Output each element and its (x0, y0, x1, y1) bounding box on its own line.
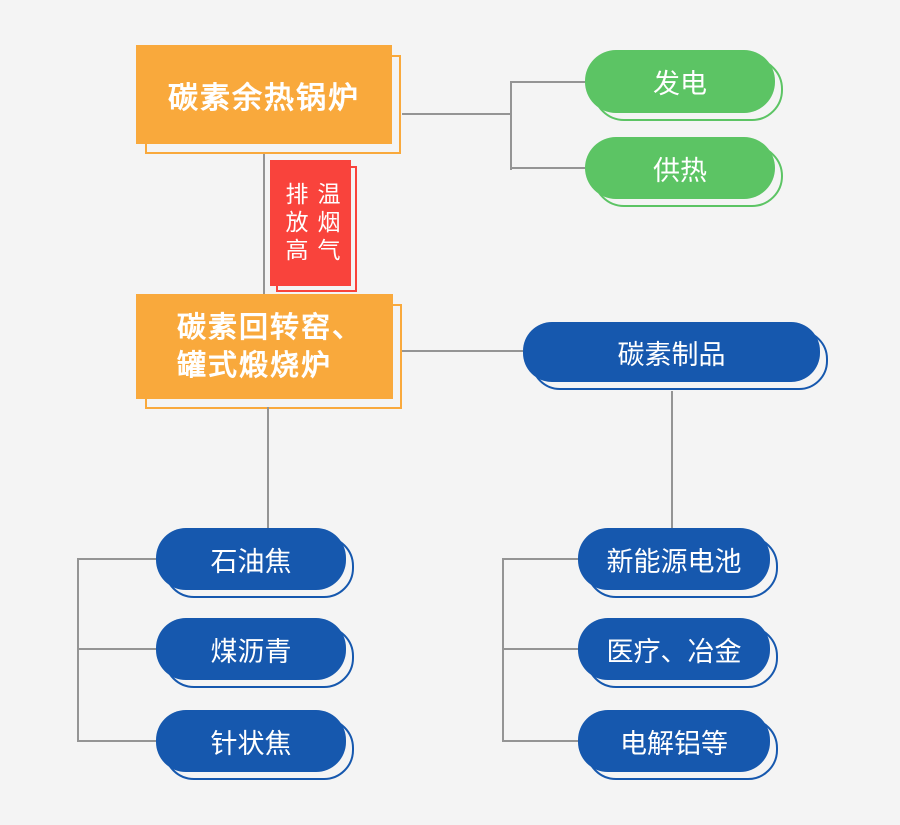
connector-kiln-to-materials (267, 407, 269, 528)
connector-to-aluminum (502, 740, 578, 742)
node-rotary-kiln: 碳素回转窑、 罐式煅烧炉 (136, 294, 402, 409)
connector-kiln-to-boiler (263, 154, 265, 294)
node-waste-heat-boiler: 碳素余热锅炉 (136, 45, 401, 154)
node-heat-supply: 供热 (585, 137, 783, 207)
node-power-generation: 发电 (585, 50, 783, 121)
coal-pitch-label: 煤沥青 (210, 636, 292, 667)
node-coal-pitch: 煤沥青 (156, 618, 354, 688)
node-new-energy-battery: 新能源电池 (578, 528, 778, 598)
connector-to-pitch (77, 648, 156, 650)
connector-outputs-bracket (510, 81, 512, 170)
connector-kiln-to-products (402, 350, 523, 352)
connector-to-power (510, 81, 585, 83)
node-petroleum-coke: 石油焦 (156, 528, 354, 598)
carbon-products-label: 碳素制品 (617, 339, 726, 370)
electrolytic-aluminum-label: 电解铝等 (620, 728, 728, 759)
connector-products-to-apps (671, 391, 673, 528)
waste-heat-boiler-label: 碳素余热锅炉 (168, 81, 360, 115)
needle-coke-label: 针状焦 (210, 728, 292, 759)
new-energy-battery-label: 新能源电池 (606, 546, 742, 577)
petroleum-coke-label: 石油焦 (210, 546, 292, 577)
connector-materials-bracket (77, 558, 79, 742)
power-generation-label: 发电 (653, 69, 707, 99)
node-flue-gas: 排放高 温烟气 (270, 160, 357, 292)
connector-apps-bracket (502, 558, 504, 742)
node-carbon-products: 碳素制品 (523, 322, 828, 390)
flue-gas-column-2: 温烟气 (314, 182, 340, 266)
medical-metallurgy-label: 医疗、冶金 (606, 636, 742, 667)
connector-to-battery (502, 558, 578, 560)
flue-gas-column-1: 排放高 (282, 182, 308, 266)
heat-supply-label: 供热 (653, 155, 707, 186)
connector-boiler-to-fork (402, 113, 512, 115)
node-medical-metallurgy: 医疗、冶金 (578, 618, 778, 688)
node-needle-coke: 针状焦 (156, 710, 354, 780)
rotary-kiln-label-line1: 碳素回转窑、 (177, 311, 364, 344)
connector-to-petcoke (77, 558, 156, 560)
connector-to-medical (502, 648, 578, 650)
rotary-kiln-label-line2: 罐式煅烧炉 (177, 349, 333, 382)
connector-to-needle (77, 740, 156, 742)
node-electrolytic-aluminum: 电解铝等 (578, 710, 778, 780)
connector-to-heat (510, 167, 585, 169)
